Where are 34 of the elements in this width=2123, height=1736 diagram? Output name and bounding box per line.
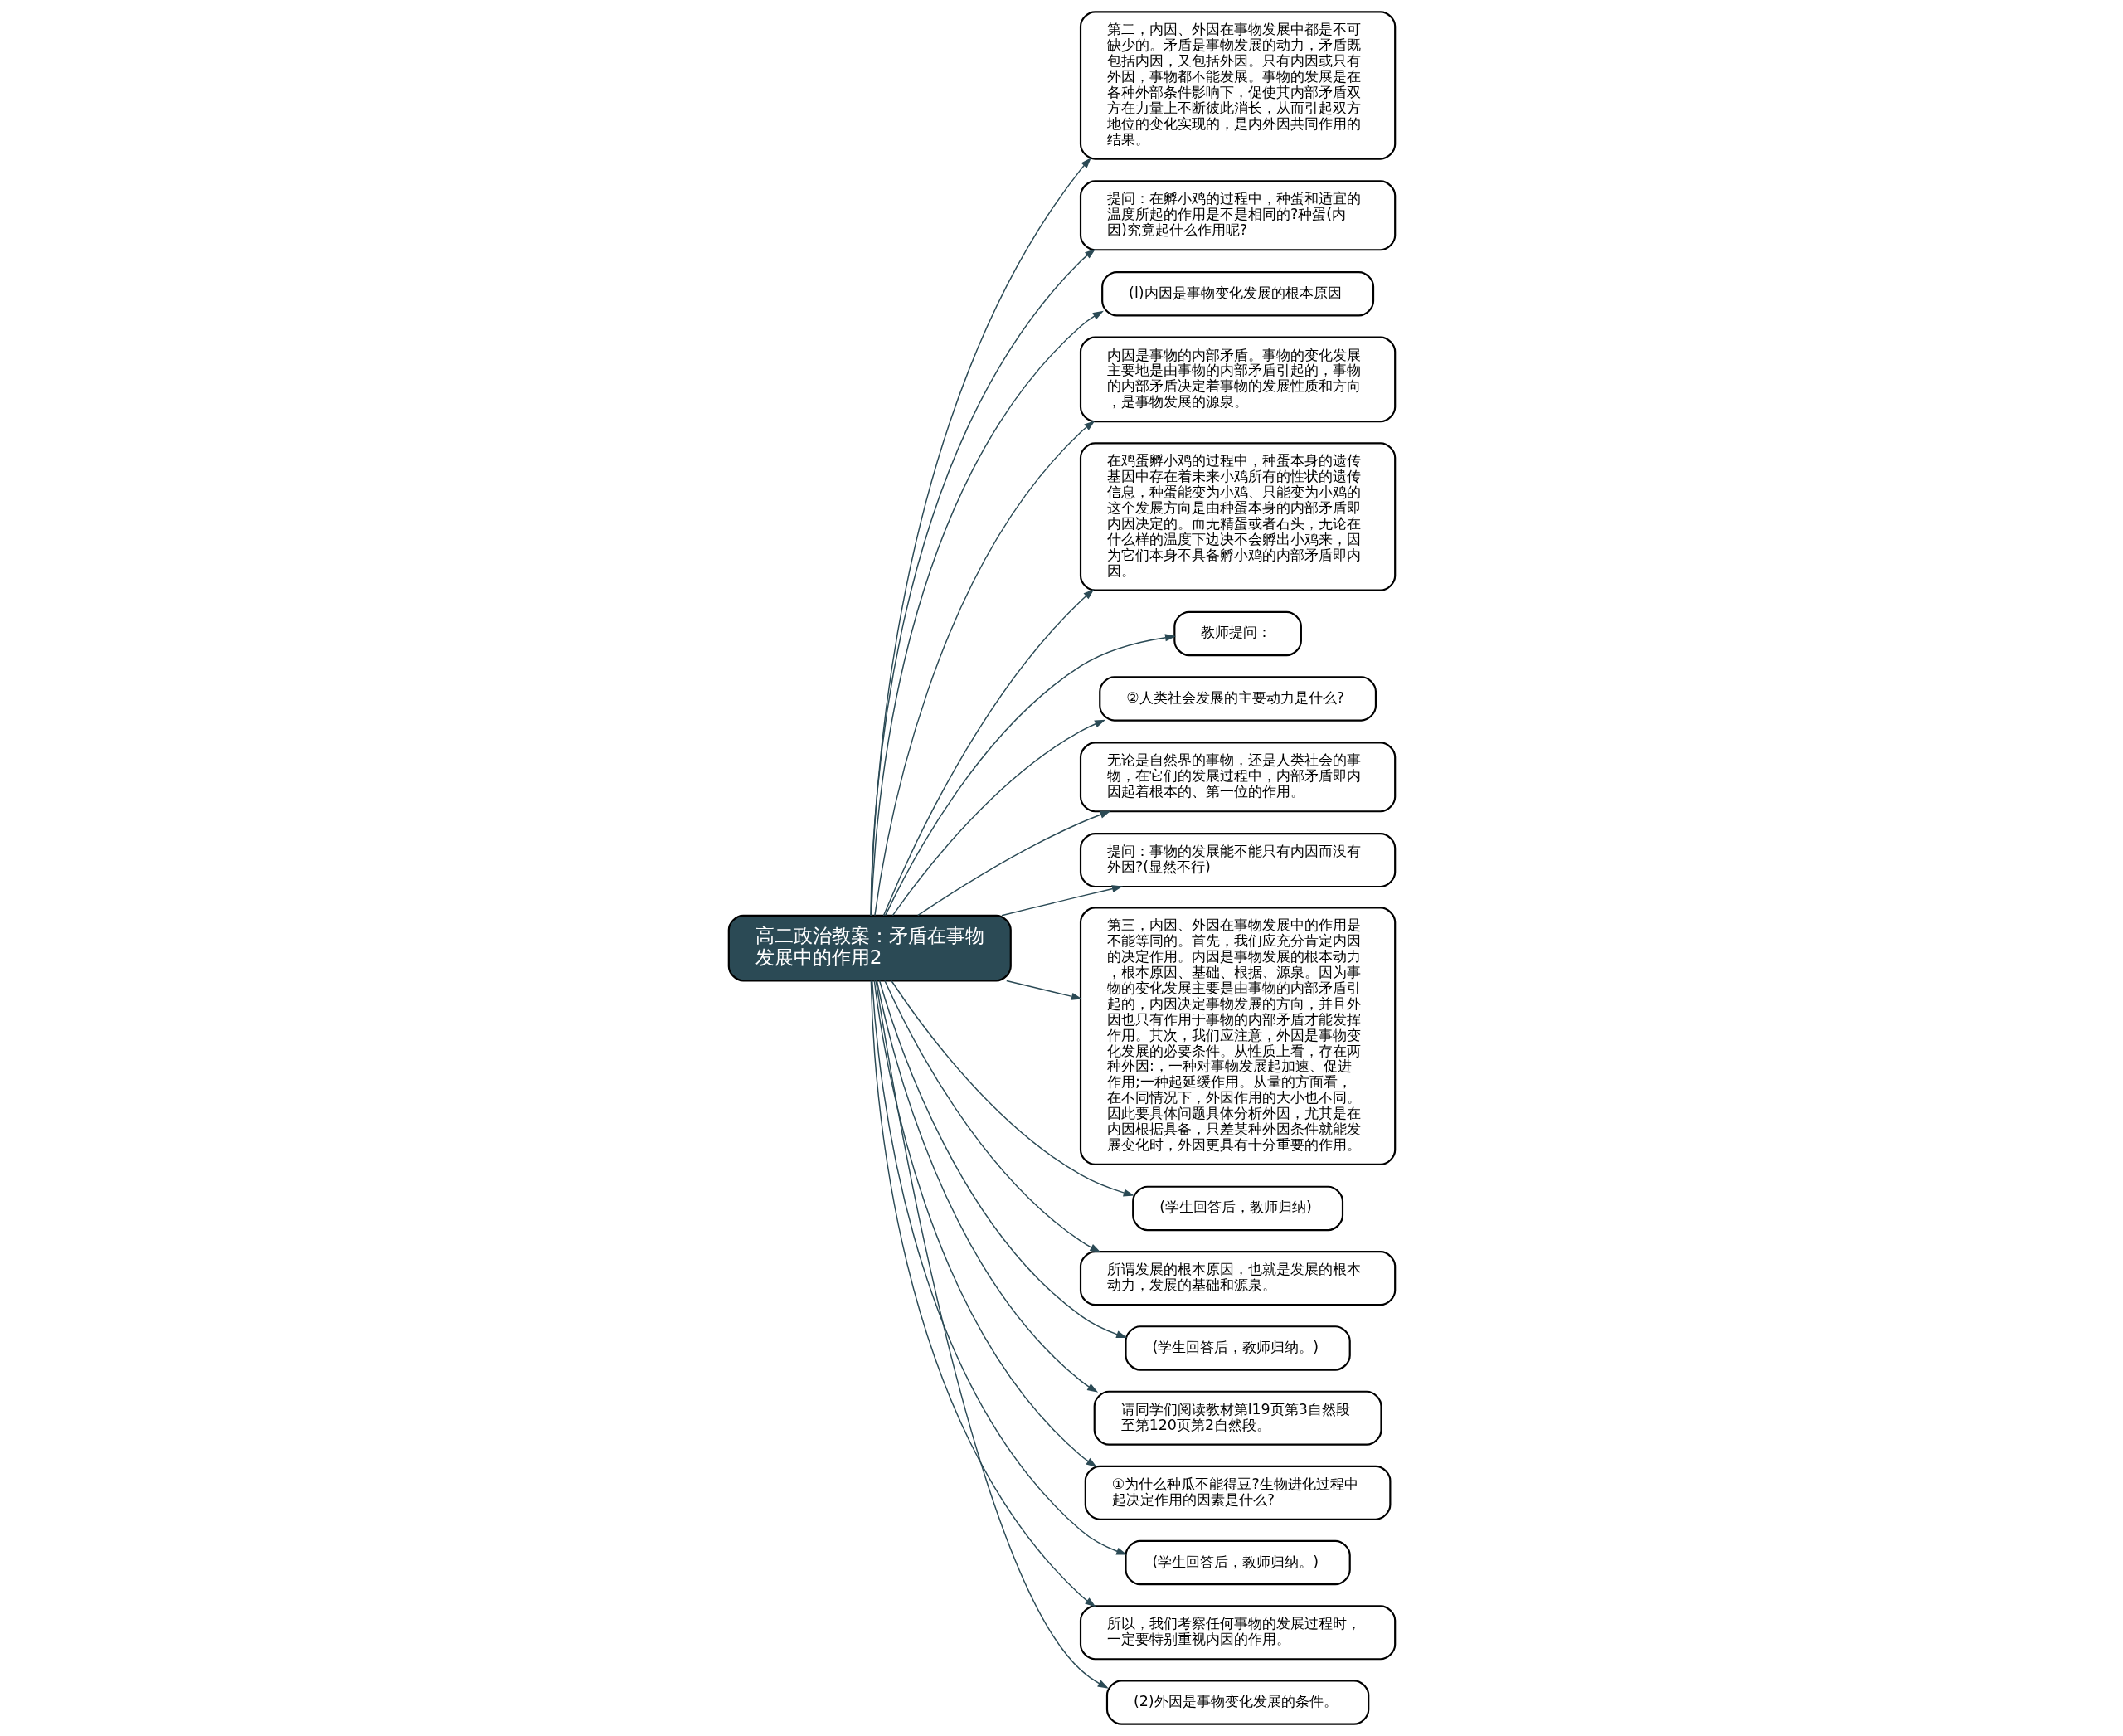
node-box: 所以，我们考察任何事物的发展过程时，一定要特别重视内因的作用。 <box>1079 1605 1396 1661</box>
node-box: 内因是事物的内部矛盾。事物的变化发展主要地是由事物的内部矛盾引起的，事物的内部矛盾决定着事物的发展性质和方向，是事物发展的源泉。 <box>1079 336 1396 423</box>
arrow <box>890 980 1134 1197</box>
arrow <box>870 980 1096 1607</box>
node-box: 高二政治教案：矛盾在事物发展中的作用2 <box>727 914 1012 982</box>
arrow <box>883 980 1100 1252</box>
arrow <box>875 980 1109 1689</box>
arrow <box>871 980 1127 1555</box>
arrow <box>916 810 1111 917</box>
arrow <box>1000 885 1123 917</box>
arrow <box>891 719 1105 917</box>
arrow <box>878 980 1127 1339</box>
arrow <box>882 589 1094 917</box>
node-box: ②人类社会发展的主要动力是什么? <box>1098 676 1377 722</box>
node-box: (学生回答后，教师归纳。) <box>1124 1325 1351 1371</box>
node-box: 教师提问： <box>1173 610 1302 657</box>
arrow <box>873 980 1097 1467</box>
arrow <box>1005 980 1082 1000</box>
node-box: (l)内因是事物变化发展的根本原因 <box>1100 271 1374 317</box>
node-box: 第二，内因、外因在事物发展中都是不可缺少的。矛盾是事物发展的动力，矛盾既包括内因，又包括外因。只有内因或只有外因，事物都不能发展。事物的发展是在各种外部条件影响下，促使其内部矛盾双方在力量上不断彼此消长，从而引起双方地位的变化实现的，是内外因共同作用的结果。 <box>1079 11 1396 160</box>
node-box: 在鸡蛋孵小鸡的过程中，种蛋本身的遗传基因中存在着未来小鸡所有的性状的遗传信息，种蛋能变为小鸡、只能变为小鸡的这个发展方向是由种蛋本身的内部矛盾即内因决定的。而无精蛋或者石头，无论在什么样的温度下边决不会孵出小鸡来，因为它们本身不具备孵小鸡的内部矛盾即内因。 <box>1079 442 1396 591</box>
node-box: 第三，内因、外因在事物发展中的作用是不能等同的。首先，我们应充分肯定内因的决定作用。内因是事物发展的根本动力，根本原因、基础、根据、源泉。因为事物的变化发展主要是由事物的内部矛盾引起的，内因决定事物发展的方向，并且外因也只有作用于事物的内部矛盾才能发挥作用。其次，我们应注意，外因是事物变化发展的必要条件。从性质上看，存在两种外因:，一种对事物发展起加速、促进作用;一种起延缓作用。从量的方面看，在不同情况下，外因作用的大小也不同。因此要具体问题具体分析外因，尤其是在内因根据具备，只差某种外因条件就能发展变化时，外因更具有十分重要的作用。 <box>1079 907 1396 1165</box>
node-box: ①为什么种瓜不能得豆?生物进化过程中起决定作用的因素是什么? <box>1084 1465 1391 1520</box>
node-box: (学生回答后，教师归纳。) <box>1124 1539 1351 1586</box>
node-box: (学生回答后，教师归纳) <box>1131 1185 1343 1232</box>
arrow <box>873 421 1095 917</box>
node-box: 提问：在孵小鸡的过程中，种蛋和适宜的温度所起的作用是不是相同的?种蛋(内因)究竟起什么作用呢? <box>1079 180 1396 251</box>
node-box: 无论是自然界的事物，还是人类社会的事物，在它们的发展过程中，内部矛盾即内因起着根本的、第一位的作用。 <box>1079 742 1396 813</box>
arrow <box>884 634 1176 917</box>
node-box: 所谓发展的根本原因，也就是发展的根本动力，发展的基础和源泉。 <box>1079 1251 1396 1306</box>
arrow <box>876 980 1098 1393</box>
node-box: 请同学们阅读教材第l19页第3自然段至第120页第2自然段。 <box>1093 1390 1382 1446</box>
node-box: 提问：事物的发展能不能只有内因而没有外因?(显然不行) <box>1079 833 1396 888</box>
node-box: (2)外因是事物变化发展的条件。 <box>1105 1680 1369 1725</box>
